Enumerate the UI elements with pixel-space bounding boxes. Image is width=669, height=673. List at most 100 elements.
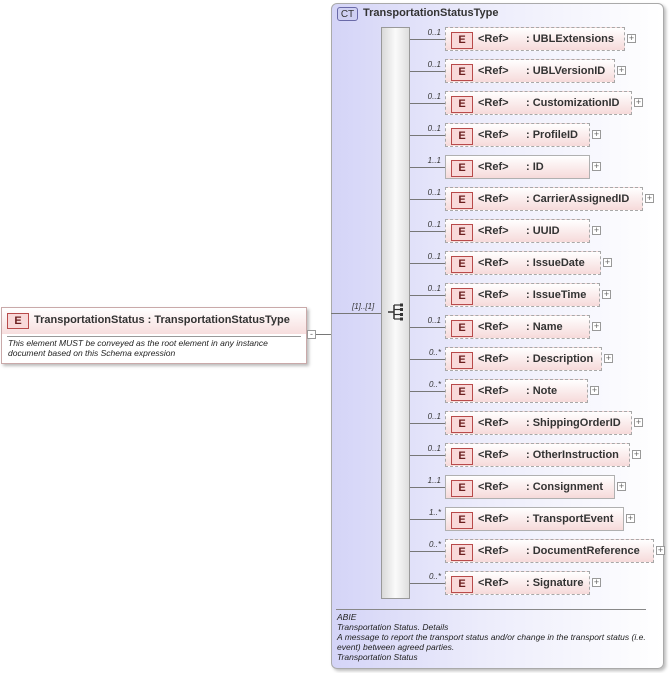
child-multiplicity: 0..1 [427, 252, 441, 261]
element-badge: E [451, 384, 473, 401]
ref-label: <Ref> [478, 449, 509, 461]
child-element-box[interactable]: E<Ref>: ID [445, 155, 590, 179]
expand-icon[interactable]: + [656, 545, 665, 555]
child-element-box[interactable]: E <Ref> : UUID [445, 219, 590, 243]
expand-icon[interactable]: + [634, 417, 643, 427]
child-multiplicity: 0..1 [427, 124, 441, 133]
expand-icon[interactable]: + [626, 513, 635, 523]
expand-icon[interactable]: + [592, 161, 601, 171]
expand-icon[interactable]: + [634, 97, 643, 107]
child-element-box[interactable]: E <Ref> : OtherInstruction [445, 443, 630, 467]
child-element-name: : Note [526, 385, 558, 397]
child-multiplicity: 0..1 [427, 60, 441, 69]
element-badge: E [451, 96, 473, 113]
ref-label: <Ref> [478, 65, 509, 77]
ref-label: <Ref> [478, 577, 509, 589]
expand-icon[interactable]: + [627, 33, 636, 43]
connector-line [410, 39, 445, 40]
element-badge: E [451, 576, 473, 593]
child-element-box[interactable]: E<Ref>: UBLVersionID [445, 59, 615, 83]
expand-icon[interactable]: + [592, 321, 601, 331]
child-element-box[interactable]: E <Ref> : Note [445, 379, 588, 403]
child-multiplicity: 0..1 [427, 316, 441, 325]
child-element-box[interactable]: E<Ref>: Description [445, 347, 602, 371]
root-element-name: TransportationStatus [34, 314, 145, 326]
divider [336, 609, 646, 610]
collapse-icon[interactable]: - [307, 330, 316, 339]
connector-line [410, 231, 445, 232]
connector-line [410, 199, 445, 200]
child-element-name: : DocumentReference [526, 545, 640, 557]
child-element-name: : TransportEvent [526, 513, 614, 525]
documentation-line: A message to report the transport status… [337, 632, 646, 652]
child-element-box[interactable]: E<Ref>: CarrierAssignedID [445, 187, 643, 211]
child-multiplicity: 0..1 [427, 412, 441, 421]
expand-icon[interactable]: + [645, 193, 654, 203]
child-multiplicity: 0..* [428, 348, 441, 357]
connector-line [410, 71, 445, 72]
ref-label: <Ref> [478, 129, 509, 141]
connector-line [410, 263, 445, 264]
expand-icon[interactable]: + [604, 353, 613, 363]
expand-icon[interactable]: + [602, 289, 611, 299]
child-element-box[interactable]: E<Ref>: IssueDate [445, 251, 601, 275]
documentation-line: ABIE [337, 612, 357, 622]
root-element-header [2, 308, 306, 334]
child-element-name: : UBLExtensions [526, 33, 615, 45]
sequence-icon[interactable] [386, 303, 406, 321]
element-badge: E [451, 544, 473, 561]
connector-line [410, 135, 445, 136]
expand-icon[interactable]: + [617, 481, 626, 491]
element-badge: E [451, 448, 473, 465]
child-element-box[interactable]: E <Ref> : ShippingOrderID [445, 411, 632, 435]
child-element-box[interactable]: E <Ref> : CustomizationID [445, 91, 632, 115]
complex-type-badge: CT [337, 7, 358, 21]
child-element-name: : OtherInstruction [526, 449, 619, 461]
child-multiplicity: 0..1 [427, 28, 441, 37]
child-element-box[interactable]: E <Ref> : Signature [445, 571, 590, 595]
child-element-box[interactable]: E<Ref>: Name [445, 315, 590, 339]
expand-icon[interactable]: + [590, 385, 599, 395]
expand-icon[interactable]: + [592, 129, 601, 139]
child-element-box[interactable]: E<Ref>: ProfileID [445, 123, 590, 147]
ref-label: <Ref> [478, 225, 509, 237]
element-badge: E [451, 224, 473, 241]
expand-icon[interactable]: + [592, 225, 601, 235]
child-element-name: : Signature [526, 577, 584, 589]
child-element-name: : CustomizationID [526, 97, 620, 109]
child-element-name: : Name [526, 321, 563, 333]
ref-label: <Ref> [478, 257, 509, 269]
element-badge: E [451, 192, 473, 209]
ref-label: <Ref> [478, 161, 509, 173]
connector-line [410, 167, 445, 168]
root-element-box[interactable]: E TransportationStatus : TransportationS… [1, 307, 307, 364]
child-element-name: : UUID [526, 225, 560, 237]
documentation-block: ABIE Transportation Status. Details A me… [337, 612, 647, 662]
ref-label: <Ref> [478, 385, 509, 397]
connector-line [410, 551, 445, 552]
connector-line [410, 455, 445, 456]
child-element-name: : ID [526, 161, 544, 173]
child-element-box[interactable]: E<Ref>: Consignment [445, 475, 615, 499]
sequence-multiplicity: [1]..[1] [352, 302, 375, 311]
element-badge: E [451, 416, 473, 433]
expand-icon[interactable]: + [592, 577, 601, 587]
child-element-box[interactable]: E<Ref>: TransportEvent [445, 507, 624, 531]
ref-label: <Ref> [478, 97, 509, 109]
expand-icon[interactable]: + [603, 257, 612, 267]
ref-label: <Ref> [478, 33, 509, 45]
child-multiplicity: 0..* [428, 540, 441, 549]
child-multiplicity: 0..1 [427, 188, 441, 197]
element-badge: E [451, 32, 473, 49]
child-element-box[interactable]: E<Ref>: IssueTime [445, 283, 600, 307]
child-element-box[interactable]: E <Ref> : UBLExtensions [445, 27, 625, 51]
child-element-name: : ShippingOrderID [526, 417, 621, 429]
ref-label: <Ref> [478, 417, 509, 429]
child-element-box[interactable]: E<Ref>: DocumentReference [445, 539, 654, 563]
root-element-note: This element MUST be conveyed as the roo… [8, 338, 268, 358]
ref-label: <Ref> [478, 353, 509, 365]
child-element-name: : CarrierAssignedID [526, 193, 630, 205]
expand-icon[interactable]: + [617, 65, 626, 75]
connector-line [410, 519, 445, 520]
expand-icon[interactable]: + [632, 449, 641, 459]
